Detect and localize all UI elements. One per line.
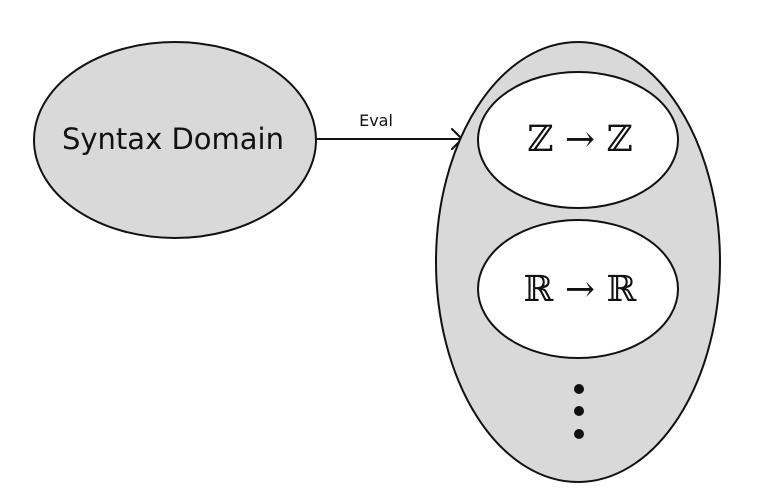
real-function-ellipse — [477, 219, 679, 359]
real-function-label: ℝ → ℝ — [524, 269, 638, 310]
eval-edge: Eval — [316, 111, 463, 150]
integer-function-label: ℤ → ℤ — [527, 119, 633, 160]
continuation-ellipsis-icon — [574, 384, 584, 439]
ellipsis-dot-middle — [574, 406, 584, 416]
ellipsis-dot-top — [574, 384, 584, 394]
syntax-domain-node: Syntax Domain — [33, 41, 317, 239]
real-function-space: ℝ → ℝ — [477, 219, 679, 359]
ellipsis-dot-bottom — [574, 429, 584, 439]
semantic-domain-node: ℤ → ℤ ℝ → ℝ — [435, 41, 721, 483]
syntax-domain-label: Syntax Domain — [62, 122, 284, 156]
integer-function-space: ℤ → ℤ — [477, 71, 679, 209]
integer-function-ellipse — [477, 71, 679, 209]
eval-label: Eval — [359, 111, 393, 130]
